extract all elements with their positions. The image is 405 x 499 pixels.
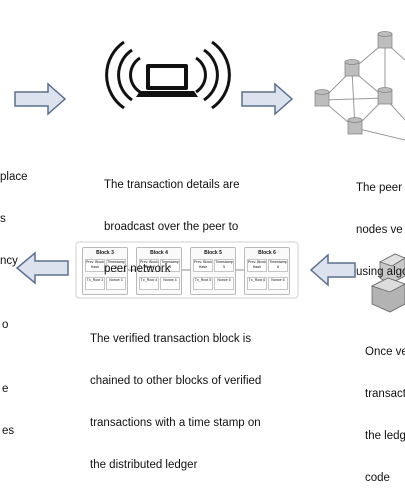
step-bottom-left-caption: o e es — [2, 290, 14, 452]
block-tx-root: Tx_Root 5 — [193, 277, 213, 290]
block-title: Block 4 — [150, 250, 168, 256]
laptop-icon — [136, 64, 198, 97]
block-nonce: Nonce 4 — [160, 277, 180, 290]
caption-line: ncy — [0, 255, 18, 267]
block-nonce: Nonce 3 — [106, 277, 126, 290]
block-title: Block 6 — [258, 250, 276, 256]
database-node-icon — [314, 31, 393, 135]
block-timestamp: Timestamp 6 — [268, 259, 288, 272]
caption-line: the distributed ledger — [90, 459, 198, 471]
block-prev-hash: Prev. Block Hash — [85, 259, 105, 272]
caption-line: The peer — [356, 182, 403, 194]
blocks-stack-icon — [370, 253, 405, 313]
caption-line: using algo — [356, 266, 405, 278]
block-timestamp: Timestamp 3 — [106, 259, 126, 272]
caption-line: o — [2, 319, 9, 331]
caption-line: code — [365, 472, 390, 484]
step-ledger-caption: Once ve transact the ledg code — [365, 317, 405, 499]
block-prev-hash: Prev. Block Hash — [139, 259, 159, 272]
block-tx-root: Tx_Root 4 — [139, 277, 159, 290]
caption-line: The verified transaction block is — [90, 333, 252, 345]
caption-line: e — [2, 383, 9, 395]
caption-line: chained to other blocks of verified — [90, 375, 262, 387]
chain-frame — [75, 241, 299, 299]
caption-line: The transaction details are — [104, 179, 240, 191]
chain-block: Block 5 Prev. Block Hash Timestamp 5 Tx_… — [190, 247, 236, 295]
block-timestamp: Timestamp 5 — [214, 259, 234, 272]
caption-line: Once ve — [365, 346, 405, 358]
block-timestamp: Timestamp 4 — [160, 259, 180, 272]
arrow-left-2 — [15, 251, 69, 285]
chain-block: Block 4 Prev. Block Hash Timestamp 4 Tx_… — [136, 247, 182, 295]
block-title: Block 5 — [204, 250, 222, 256]
arrow-right-1 — [14, 82, 67, 116]
caption-line: place — [0, 171, 28, 183]
signal-waves-icon — [105, 40, 231, 110]
caption-line: transactions with a time stamp on — [90, 417, 261, 429]
block-prev-hash: Prev. Block Hash — [247, 259, 267, 272]
step-left-caption: place s ncy — [0, 142, 28, 282]
block-tx-root: Tx_Root 3 — [85, 277, 105, 290]
step-peer-caption: The peer nodes ve using algo — [356, 153, 405, 293]
diagram-graphics — [14, 31, 405, 313]
caption-line: s — [0, 213, 6, 225]
caption-line: peer network — [104, 263, 171, 275]
block-tx-root: Tx_Root 6 — [247, 277, 267, 290]
chain-block: Block 3 Prev. Block Hash Timestamp 3 Tx_… — [82, 247, 128, 295]
chain-block: Block 6 Prev. Block Hash Timestamp 6 Tx_… — [244, 247, 290, 295]
caption-line: the ledg — [365, 430, 405, 442]
block-prev-hash: Prev. Block Hash — [193, 259, 213, 272]
caption-line: broadcast over the peer to — [104, 221, 239, 233]
block-nonce: Nonce 6 — [268, 277, 288, 290]
caption-line: nodes ve — [356, 224, 403, 236]
caption-line: es — [2, 425, 15, 437]
block-title: Block 3 — [96, 250, 114, 256]
block-nonce: Nonce 5 — [214, 277, 234, 290]
arrow-right-2 — [241, 82, 294, 116]
network-nodes-icon — [321, 41, 405, 141]
step-broadcast-caption: The transaction details are broadcast ov… — [104, 150, 240, 290]
step-chained-caption: The verified transaction block is chaine… — [90, 304, 261, 486]
caption-line: transact — [365, 388, 405, 400]
arrow-left-1 — [309, 253, 356, 287]
